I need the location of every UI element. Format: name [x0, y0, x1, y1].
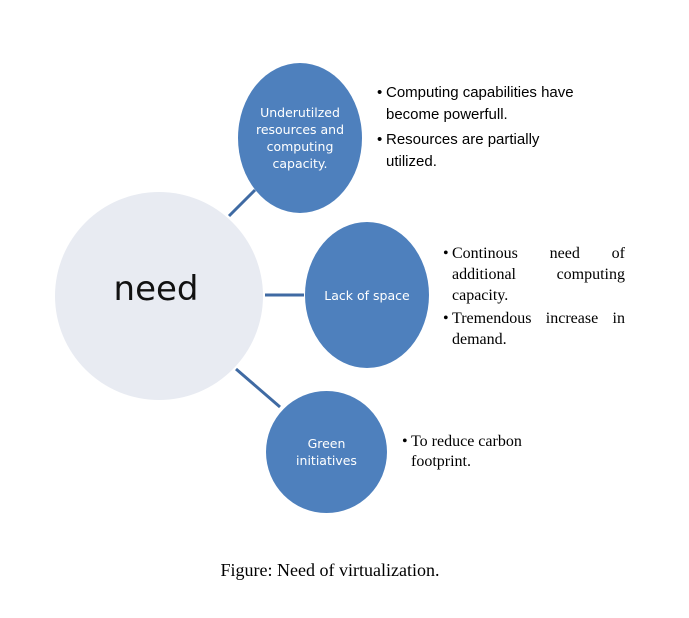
- bullet-dot: •: [443, 245, 449, 262]
- bullet-item: •Continous need of additional computing …: [443, 243, 625, 306]
- node-label: Underutilzed resources and computing cap…: [255, 105, 345, 171]
- bullet-text: Resources are partially utilized.: [386, 131, 540, 170]
- node-underutilized-resources: Underutilzed resources and computing cap…: [238, 63, 362, 213]
- node-label: Lack of space: [324, 287, 410, 303]
- bullet-item: •Computing capabilities have become powe…: [377, 82, 577, 126]
- node-lack-of-space: Lack of space: [305, 222, 429, 368]
- center-circle: need: [55, 192, 263, 400]
- bullet-item: •Resources are partially utilized.: [377, 129, 577, 173]
- bullet-list-green-initiatives: •To reduce carbon footprint.: [402, 432, 572, 474]
- bullet-text: Computing capabilities have become power…: [386, 84, 574, 123]
- bullet-text: Tremendous increase in demand.: [452, 310, 625, 348]
- bullet-list-lack-of-space: •Continous need of additional computing …: [443, 243, 625, 352]
- bullet-item: •To reduce carbon footprint.: [402, 432, 572, 472]
- connector-line-3: [235, 367, 281, 409]
- bullet-dot: •: [377, 131, 383, 148]
- connector-line-1: [227, 188, 257, 218]
- node-green-initiatives: Green initiatives: [266, 391, 387, 513]
- bullet-dot: •: [402, 433, 408, 450]
- bullet-dot: •: [377, 84, 383, 101]
- figure-caption: Figure: Need of virtualization.: [220, 560, 440, 580]
- bullet-dot: •: [443, 310, 449, 327]
- center-label: need: [113, 269, 199, 309]
- bullet-list-underutilized: •Computing capabilities have become powe…: [377, 82, 577, 176]
- bullet-text: To reduce carbon footprint.: [411, 433, 522, 470]
- bullet-text: Continous need of additional computing c…: [452, 245, 625, 304]
- bullet-item: •Tremendous increase in demand.: [443, 308, 625, 350]
- node-label: Green initiatives: [296, 436, 357, 468]
